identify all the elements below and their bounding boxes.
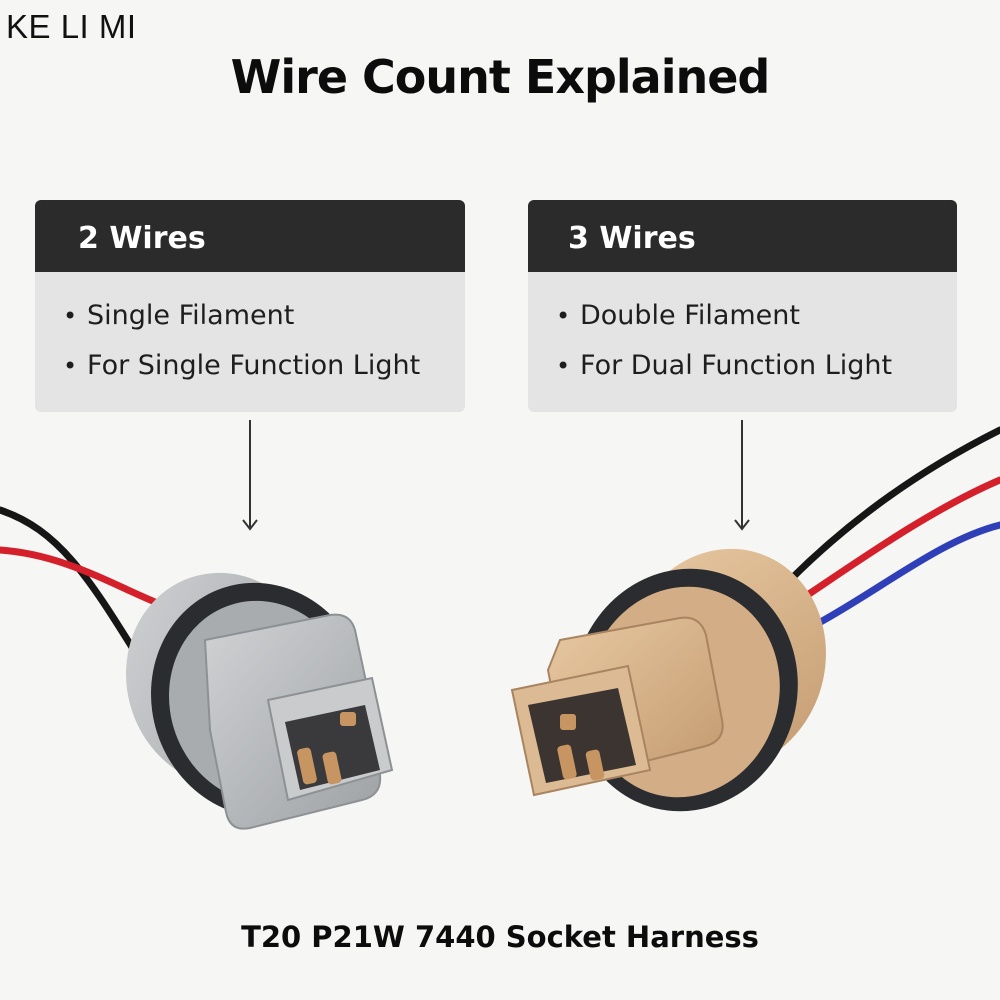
- bullet-dot-icon: •: [556, 302, 571, 330]
- bullet-text: For Dual Function Light: [580, 350, 893, 381]
- bullet-text: Double Filament: [580, 300, 800, 331]
- bullet-item: • For Single Function Light: [63, 346, 465, 396]
- bullet-item: • Single Filament: [63, 296, 465, 346]
- terminal-contacts: [557, 714, 605, 781]
- bullet-dot-icon: •: [63, 352, 78, 380]
- three-wires-heading: 3 Wires: [528, 200, 957, 272]
- down-arrow-icon: [734, 420, 750, 531]
- three-wire-leads: [786, 426, 1000, 629]
- three-wires-bullet-list: • Double Filament • For Dual Function Ligh…: [528, 272, 957, 396]
- brand-logo: KE LI MI: [6, 8, 137, 45]
- socket-harness-illustration: [0, 426, 1000, 830]
- down-arrow-icon: [242, 420, 258, 531]
- terminal-contacts: [297, 712, 356, 785]
- bullet-dot-icon: •: [63, 302, 78, 330]
- two-wires-bullet-list: • Single Filament • For Single Function Li…: [35, 272, 465, 396]
- bullet-item: • For Dual Function Light: [556, 346, 957, 396]
- bullet-text: For Single Function Light: [87, 350, 421, 381]
- three-wire-socket: [510, 426, 1000, 812]
- product-caption: T20 P21W 7440 Socket Harness: [241, 920, 759, 954]
- bullet-item: • Double Filament: [556, 296, 957, 346]
- two-wire-socket: [0, 506, 394, 830]
- two-wires-card: 2 Wires • Single Filament • For Single Fun…: [35, 200, 465, 412]
- two-wires-heading: 2 Wires: [35, 200, 465, 272]
- bullet-dot-icon: •: [556, 352, 571, 380]
- page-title: Wire Count Explained: [230, 50, 771, 104]
- bullet-text: Single Filament: [87, 300, 295, 331]
- three-wires-card: 3 Wires • Double Filament • For Dual Funct…: [528, 200, 957, 412]
